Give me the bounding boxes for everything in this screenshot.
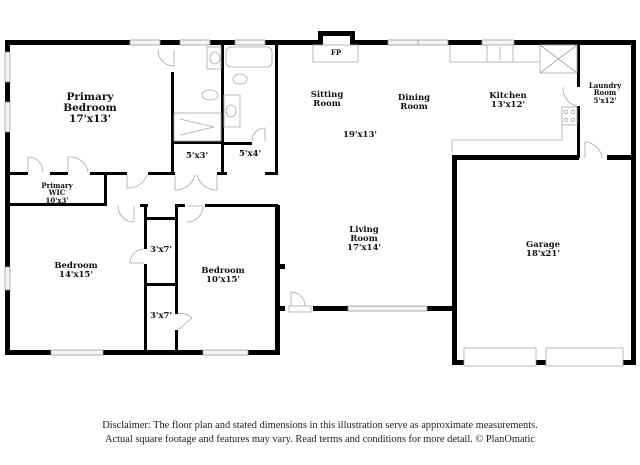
room-label-dining-room: Dining Room <box>398 94 430 112</box>
room-label-closet-3x7-upper: 3'x7' <box>150 246 172 255</box>
room-size: 19'x13' <box>343 130 377 140</box>
room-name: Garage <box>525 240 561 250</box>
room-size: 13'x12' <box>491 99 525 110</box>
exterior-walls <box>5 31 636 365</box>
room-size: 5'x12' <box>593 95 617 105</box>
fixtures <box>173 44 578 152</box>
room-size: 3'x7' <box>149 245 173 255</box>
room-name: Room <box>313 98 341 109</box>
room-size: 3'x7' <box>149 311 173 321</box>
windows <box>4 39 515 356</box>
room-name: Bedroom <box>63 102 117 115</box>
room-size: 5'x4' <box>238 149 262 159</box>
room-size: 17'x14' <box>347 242 381 253</box>
room-label-bedroom-3: Bedroom 10'x15' <box>201 267 244 285</box>
room-name: WIC <box>48 188 66 198</box>
room-name: Bedroom <box>201 266 245 276</box>
room-size: 5'x3' <box>185 151 209 161</box>
room-size: 10'x15' <box>206 274 240 285</box>
room-name: Room <box>593 88 617 98</box>
room-label-closet-5x4: 5'x4' <box>239 150 261 159</box>
room-label-fireplace: FP <box>330 48 342 57</box>
room-label-primary-bedroom: Primary Bedroom 17'x13' <box>63 91 117 126</box>
room-name: Dining <box>397 93 431 103</box>
room-label-garage: Garage 18'x21' <box>526 241 560 259</box>
room-name: Living <box>349 225 379 235</box>
room-label-laundry-room: Laundry Room 5'x12' <box>589 82 621 104</box>
garage-doors <box>463 347 624 367</box>
room-name: Primary <box>41 181 73 190</box>
room-size: 10'x3' <box>45 195 69 205</box>
room-size: 17'x13' <box>69 113 111 126</box>
interior-walls <box>10 40 580 352</box>
disclaimer-line-2: Actual square footage and features may v… <box>105 433 535 445</box>
room-name: Primary <box>66 91 114 103</box>
disclaimer-line-1: Disclaimer: The floor plan and stated di… <box>102 420 538 431</box>
room-label-closet-3x7-lower: 3'x7' <box>150 312 172 321</box>
room-label-living-room: Living Room 17'x14' <box>347 226 381 253</box>
room-name: FP <box>330 48 342 57</box>
room-name: Bedroom <box>54 261 98 271</box>
room-label-sitting-room: Sitting Room <box>311 91 344 109</box>
room-name: Laundry <box>588 81 622 90</box>
room-size: 18'x21' <box>526 248 560 259</box>
disclaimer: Disclaimer: The floor plan and stated di… <box>0 419 640 446</box>
room-label-kitchen: Kitchen 13'x12' <box>489 92 527 110</box>
room-size: 14'x15' <box>59 269 93 280</box>
room-label-primary-wic: Primary WIC 10'x3' <box>41 182 72 204</box>
room-label-bedroom-2: Bedroom 14'x15' <box>54 262 97 280</box>
room-name: Room <box>400 101 428 112</box>
room-name: Kitchen <box>489 91 527 101</box>
room-name: Sitting <box>310 90 344 100</box>
room-name: Room <box>350 233 378 244</box>
door-swings <box>27 49 603 331</box>
room-label-closet-5x3: 5'x3' <box>186 152 208 161</box>
room-size-sitting-dining: 19'x13' <box>343 131 377 140</box>
